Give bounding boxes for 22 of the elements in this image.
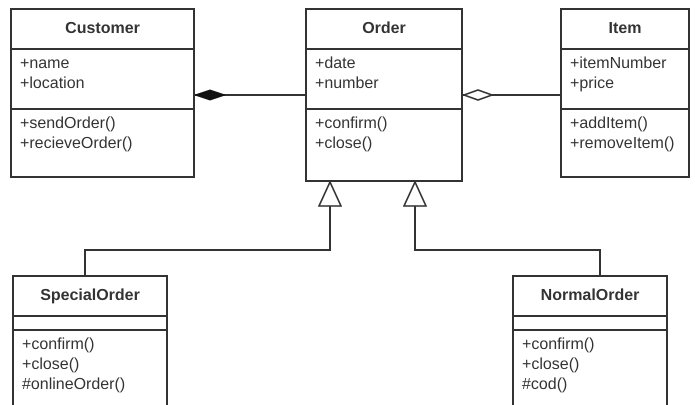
class-name: SpecialOrder: [40, 287, 140, 305]
attribute-list: +date +number: [315, 54, 379, 94]
aggregation-line: [463, 89, 560, 101]
composition-line: [194, 90, 305, 100]
attribute-list: +name +location: [20, 54, 84, 94]
class-box: [560, 8, 690, 178]
method-list: +addItem() +removeItem(): [570, 114, 674, 154]
inheritance-arrow: [84, 181, 342, 275]
class-name: NormalOrder: [540, 287, 640, 305]
method-list: +sendOrder() +recieveOrder(): [20, 114, 132, 154]
method-list: +confirm() +close() #cod(): [522, 335, 594, 395]
class-name: Order: [362, 20, 406, 38]
class-name: Item: [608, 20, 642, 38]
method-list: +confirm() +close() #onlineOrder(): [22, 335, 126, 395]
class-box: [305, 8, 463, 182]
class-name: Customer: [65, 20, 140, 38]
inheritance-arrow: [403, 181, 601, 275]
class-box: [10, 8, 195, 178]
class-box: [512, 275, 668, 405]
attribute-list: +itemNumber +price: [570, 54, 666, 94]
method-list: +confirm() +close(): [315, 114, 388, 154]
class-box: [12, 275, 168, 405]
